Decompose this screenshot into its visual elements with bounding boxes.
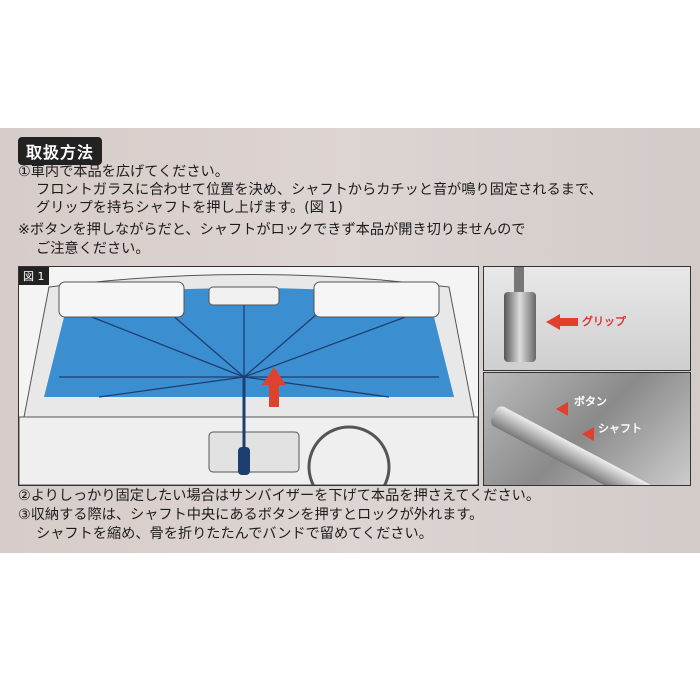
section-title: 取扱方法	[18, 137, 103, 165]
button-label: ボタン	[574, 395, 607, 408]
button-shaft-photo: ボタン シャフト	[483, 372, 691, 486]
step3-line1: ③収納する際は、シャフト中央にあるボタンを押すとロックが外れます。	[18, 507, 484, 523]
grip-label: グリップ	[582, 315, 626, 328]
step3-line2: シャフトを縮め、骨を折りたたんでバンドで留めてください。	[36, 526, 433, 542]
step2: ②よりしっかり固定したい場合はサンバイザーを下げて本品を押さえてください。	[18, 488, 541, 504]
figure-1-illustration: 図 1	[18, 266, 479, 486]
arrow-left-icon	[546, 314, 560, 330]
figure-label: 図 1	[19, 267, 49, 285]
arrow-left-icon	[556, 402, 568, 416]
steering-wheel	[307, 425, 391, 485]
note-line2: ご注意ください。	[36, 241, 150, 257]
arrow-left-icon	[582, 427, 594, 441]
sun-visor-left	[58, 281, 185, 318]
sun-visor-right	[313, 281, 440, 318]
step1-line1: ①車内で本品を広げてください。	[18, 164, 229, 180]
grip	[238, 447, 250, 475]
rearview-mirror	[208, 286, 280, 306]
grip-photo: グリップ	[483, 266, 691, 371]
up-arrow-icon	[262, 367, 286, 407]
shaft-label: シャフト	[598, 422, 642, 435]
car-interior-illustration	[19, 274, 478, 485]
step1-line3: グリップを持ちシャフトを押し上げます。(図 1)	[36, 200, 343, 216]
note-line1: ※ボタンを押しながらだと、シャフトがロックできず本品が開き切りませんので	[18, 222, 526, 238]
step1-line2: フロントガラスに合わせて位置を決め、シャフトからカチッと音が鳴り固定されるまで、	[36, 182, 603, 198]
